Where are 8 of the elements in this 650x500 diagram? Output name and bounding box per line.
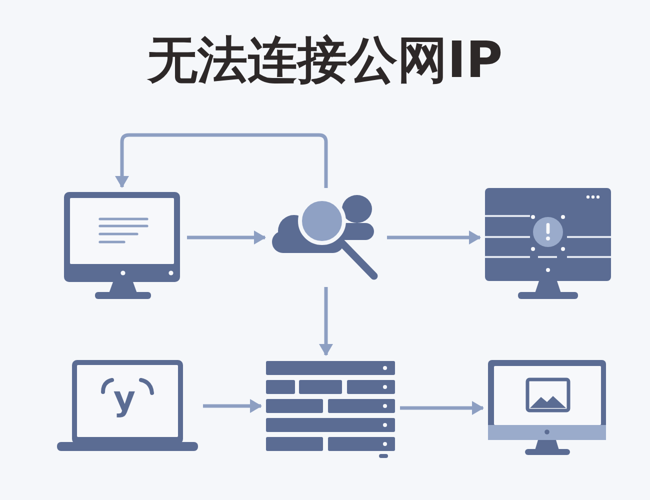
- arrow: [400, 401, 484, 415]
- arrow: [319, 287, 333, 356]
- title: 无法连接公网IP: [147, 30, 503, 90]
- arrow: [387, 230, 481, 244]
- arrow: [115, 133, 328, 188]
- arrow: [187, 230, 266, 244]
- arrow: [203, 399, 262, 413]
- screen-letter: y: [113, 382, 136, 416]
